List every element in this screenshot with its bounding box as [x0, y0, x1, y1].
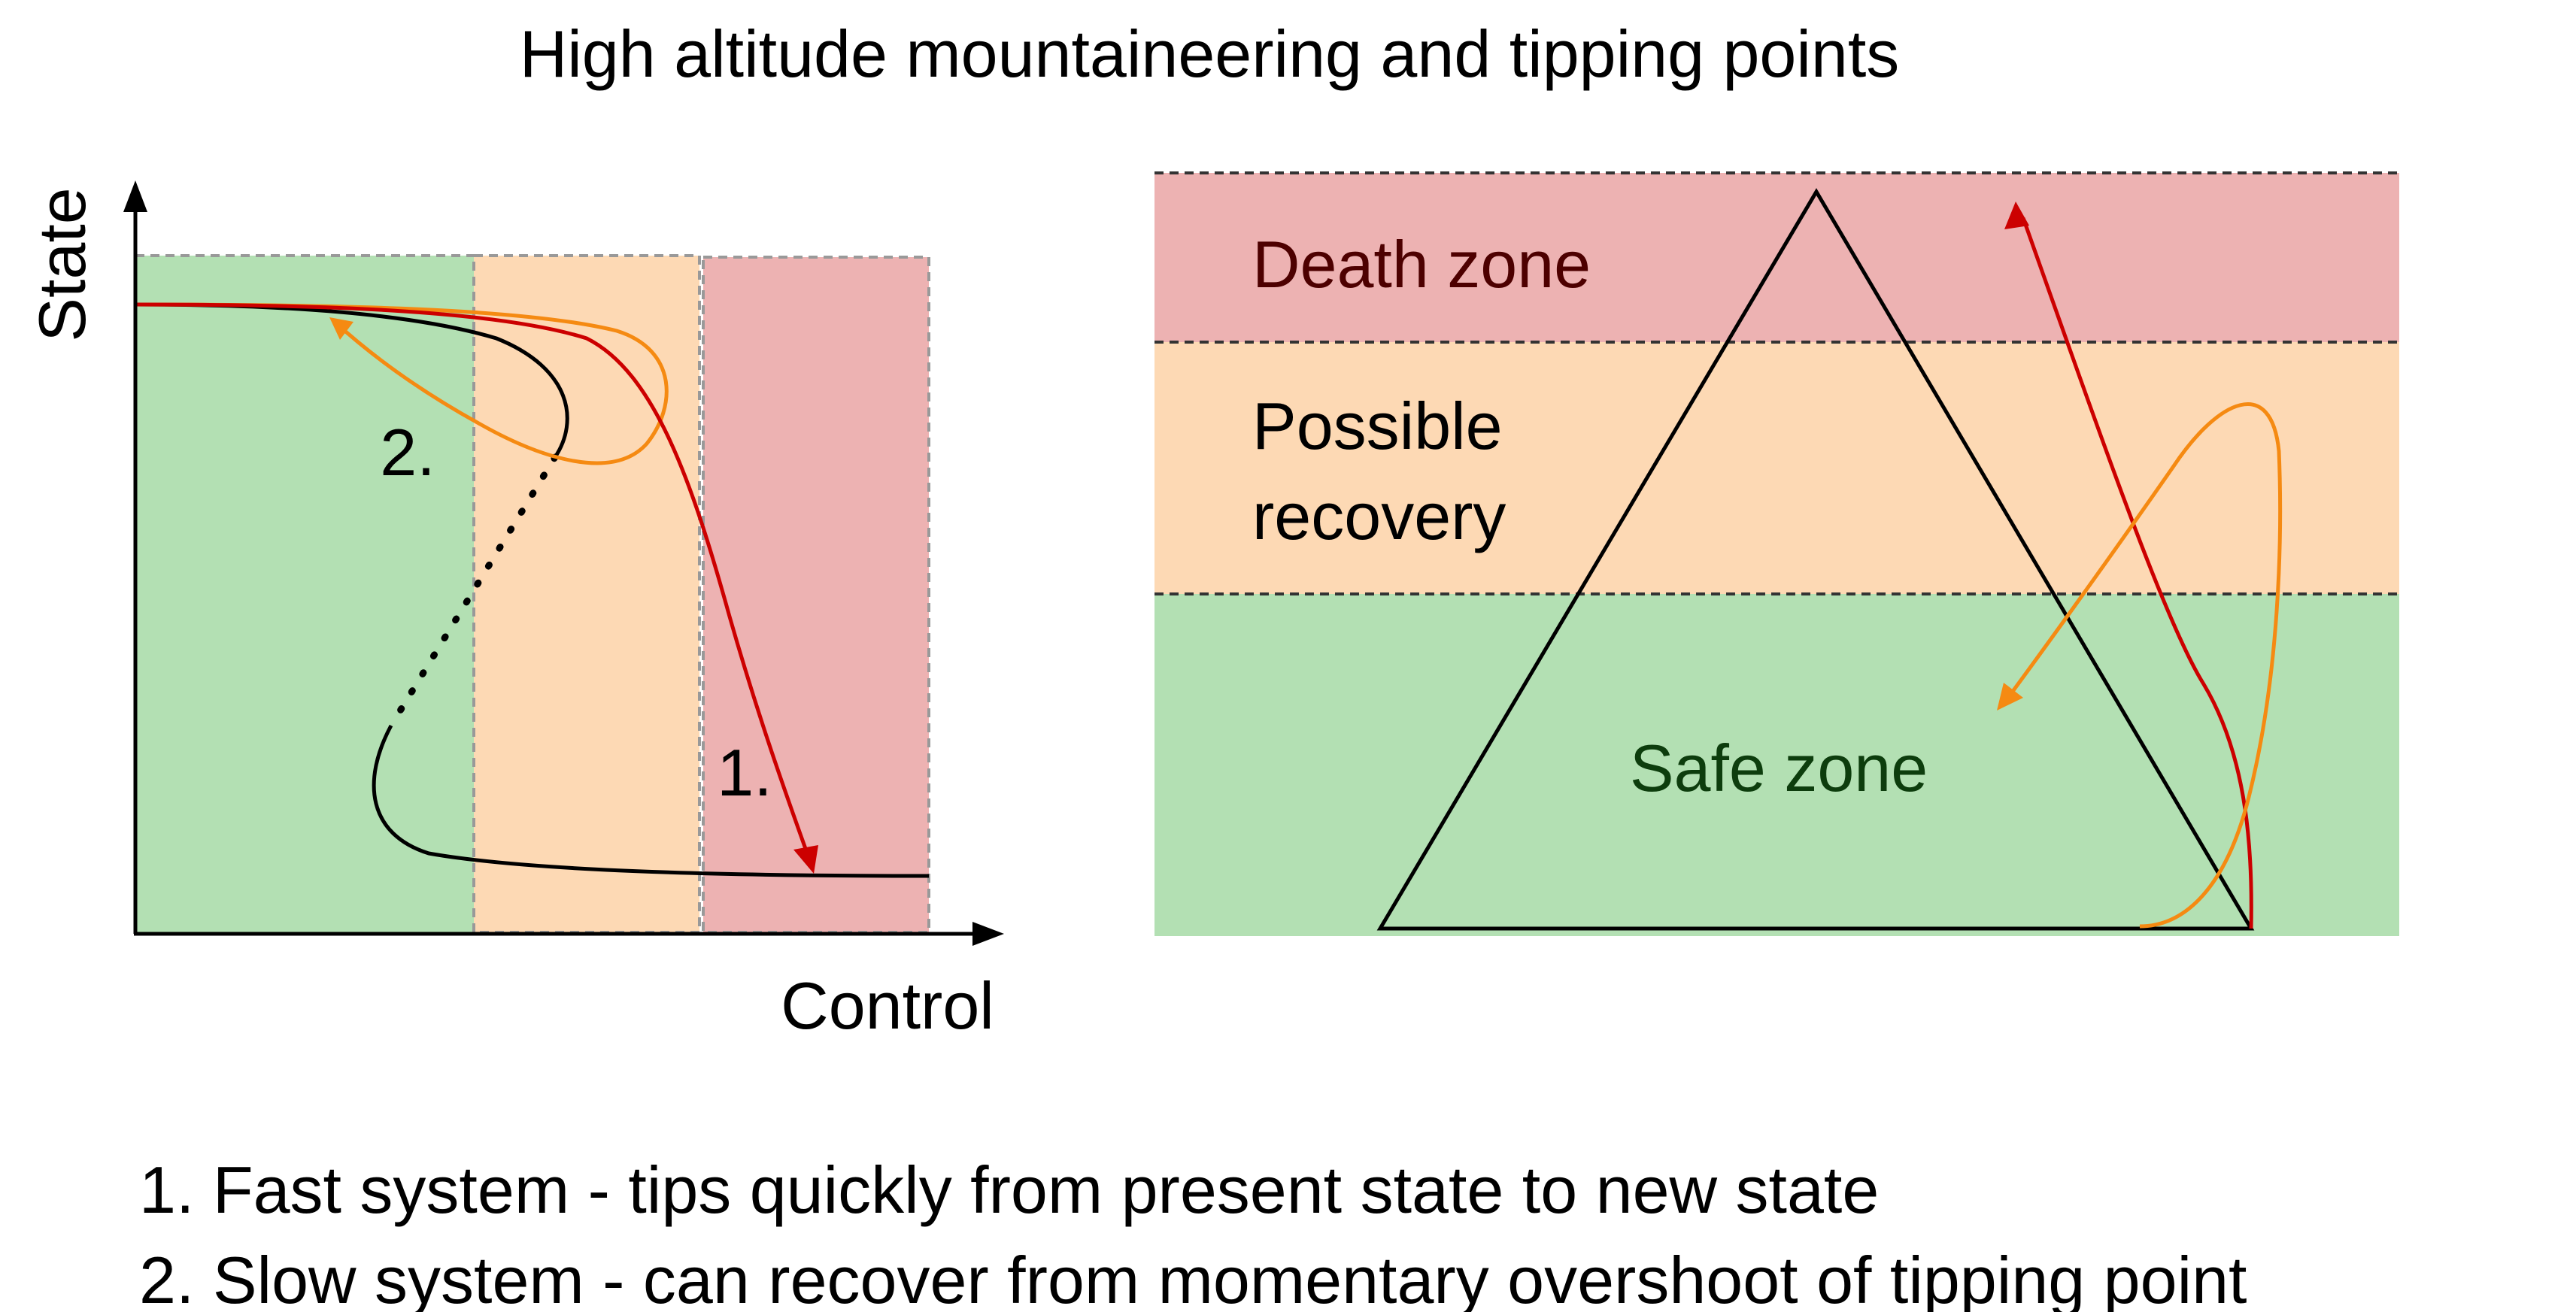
fast-system-arrowhead	[793, 845, 818, 874]
recovery-zone-label-line1: Possible	[1252, 389, 1503, 463]
slow-ascent-arrowhead	[1997, 683, 2023, 711]
safe-zone-label: Safe zone	[1630, 731, 1928, 805]
slow-system-arrowhead	[329, 317, 353, 340]
safe-zone-band-right	[1154, 594, 2399, 936]
y-axis-arrowhead	[123, 180, 147, 212]
death-zone-label: Death zone	[1252, 227, 1591, 301]
x-axis-label: Control	[781, 968, 994, 1043]
recovery-zone-band	[474, 256, 699, 932]
fast-path-label: 1.	[717, 735, 772, 810]
recovery-zone-label-line2: recovery	[1252, 479, 1506, 553]
danger-zone-band	[703, 257, 929, 932]
y-axis-label: State	[25, 187, 99, 341]
slow-path-label: 2.	[380, 415, 435, 489]
bifurcation-panel: State Control 1. 2.	[25, 180, 1004, 1043]
fast-ascent-arrowhead	[2004, 201, 2029, 229]
recovery-zone-band-right	[1154, 342, 2399, 594]
x-axis-arrowhead	[972, 922, 1004, 946]
fast-ascent-path	[2021, 217, 2253, 929]
fast-system-path	[135, 302, 811, 858]
mountain-panel: Death zone Possible recovery Safe zone	[1154, 171, 2399, 936]
safe-zone-band	[135, 256, 474, 932]
mountain-triangle	[1376, 188, 2255, 931]
equilibrium-lower-branch	[372, 724, 930, 878]
slow-ascent-loop	[2007, 402, 2283, 929]
diagram-title: High altitude mountaineering and tipping…	[520, 17, 1900, 91]
legend-item-fast: 1. Fast system - tips quickly from prese…	[139, 1153, 1879, 1227]
legend-item-slow: 2. Slow system - can recover from moment…	[139, 1243, 2247, 1312]
